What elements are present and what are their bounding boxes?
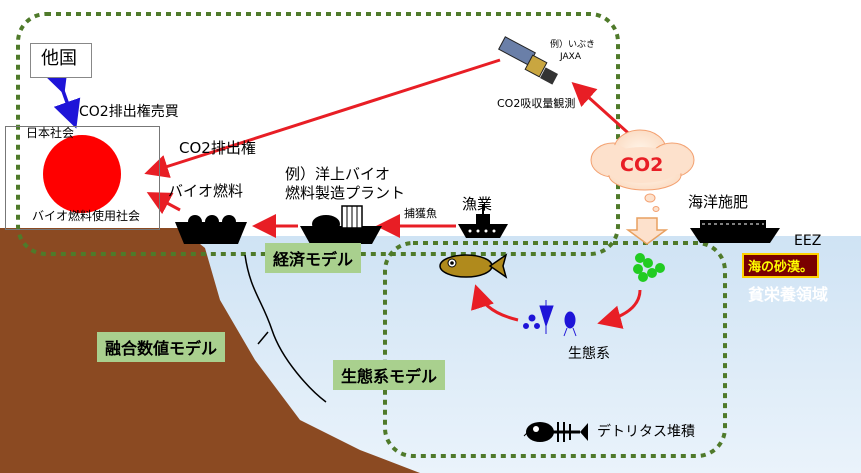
eez-label: EEZ [794,233,822,249]
fertilization-ship [690,220,780,243]
japan-society-box [5,126,160,230]
fusion-model-label: 融合数値モデル [97,332,226,362]
fishing-boat [458,204,508,238]
fusion-brace [244,254,327,403]
co2-label: CO2 [620,154,664,176]
zooplankton-icon [523,300,577,337]
japan-society-label: 日本社会 [26,126,75,140]
co2-observation-arrow [571,81,638,142]
plankton-cluster [633,253,665,282]
plant-ship [300,205,382,244]
emission-rights-arrow [144,58,501,178]
co2-trading-arrow [41,63,81,129]
plankton-to-zooplankton-arrow [597,289,642,329]
other-country-label: 他国 [41,48,77,69]
plant-label-line2: 燃料製造プラント [285,184,406,202]
poor-nutrient-area-label: 貧栄養領域 [748,285,829,304]
ecosystem-model-frame [383,241,727,458]
co2-trading-label: CO2排出権売買 [79,104,179,120]
detritus-skeleton-icon [523,422,588,442]
biofuel-label: バイオ燃料 [168,182,244,200]
satellite-icon [498,36,558,85]
biofuel-society-label: バイオ燃料使用社会 [32,209,141,223]
fish-icon [439,253,508,279]
catch-label: 捕獲魚 [404,207,437,220]
fishery-label: 漁業 [462,195,493,213]
economic-model-frame [16,12,620,256]
biofuel-ship [175,215,247,244]
co2-emission-rights-label: CO2排出権 [179,139,256,157]
zooplankton-to-fish-arrow [471,284,519,322]
economic-model-label: 経済モデル [265,243,362,273]
co2-cloud [590,129,695,212]
co2-observation-label: CO2吸収量観測 [497,97,576,110]
ocean-desert-badge: 海の砂漠。 [742,253,820,278]
fertilization-down-arrow [625,217,669,245]
plant-label-line1: 例）洋上バイオ [285,165,391,183]
satellite-label-line1: 例）いぶき [550,40,596,50]
biofuel-supply-arrow [146,192,181,215]
ecosystem-model-label: 生態系モデル [333,360,446,390]
satellite-label-line2: JAXA [560,52,581,62]
other-country-box: 他国 [30,43,92,78]
japan-society-circle [43,135,121,213]
ocean-fertilization-label: 海洋施肥 [688,193,749,211]
detritus-label: デトリタス堆積 [597,424,695,440]
ecosystem-label: 生態系 [568,346,610,362]
